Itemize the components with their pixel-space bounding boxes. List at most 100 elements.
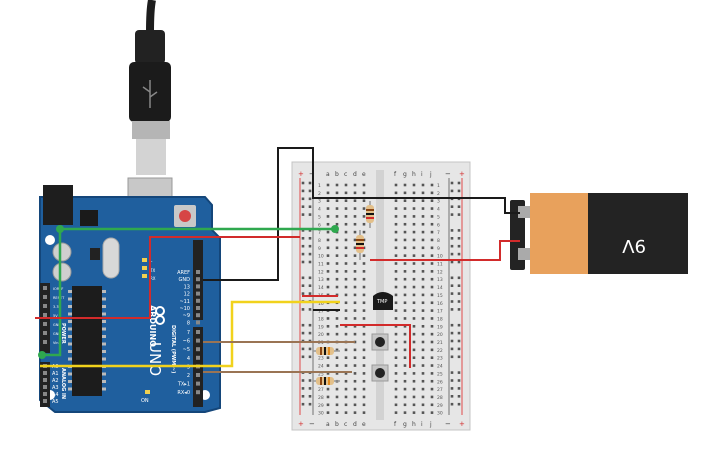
breadboard-hole[interactable] (344, 262, 348, 265)
battery-9v[interactable]: 9V (510, 193, 688, 274)
breadboard-hole[interactable] (394, 309, 398, 312)
breadboard-hole[interactable] (344, 395, 348, 399)
breadboard-hole[interactable] (344, 270, 348, 273)
breadboard-hole[interactable] (394, 230, 398, 234)
breadboard-hole[interactable] (335, 285, 339, 289)
rail-hole[interactable] (308, 355, 312, 359)
breadboard-hole[interactable] (335, 183, 339, 187)
breadboard-hole[interactable] (335, 222, 339, 226)
breadboard-hole[interactable] (362, 379, 366, 383)
breadboard-hole[interactable] (362, 364, 366, 367)
header-pin[interactable] (43, 399, 47, 403)
breadboard-hole[interactable] (362, 411, 366, 414)
temperature-sensor[interactable]: TMP (373, 292, 393, 310)
breadboard-hole[interactable] (335, 246, 339, 250)
breadboard-hole[interactable] (412, 222, 416, 226)
breadboard-hole[interactable] (335, 199, 339, 202)
breadboard-hole[interactable] (421, 207, 425, 210)
header-pin[interactable] (43, 295, 47, 299)
breadboard-hole[interactable] (412, 379, 416, 383)
breadboard-hole[interactable] (362, 207, 366, 210)
breadboard-hole[interactable] (394, 325, 398, 328)
breadboard-hole[interactable] (430, 340, 434, 344)
breadboard-hole[interactable] (412, 340, 416, 344)
breadboard-hole[interactable] (430, 277, 434, 281)
rail-hole[interactable] (457, 308, 461, 311)
breadboard-hole[interactable] (353, 411, 357, 414)
reset-button[interactable] (174, 205, 196, 227)
breadboard-hole[interactable] (394, 364, 398, 367)
breadboard-hole[interactable] (326, 270, 330, 273)
header-pin[interactable] (196, 320, 200, 325)
breadboard-hole[interactable] (430, 215, 434, 218)
breadboard-hole[interactable] (430, 191, 434, 195)
breadboard-hole[interactable] (362, 309, 366, 312)
rail-hole[interactable] (457, 331, 461, 335)
breadboard-hole[interactable] (326, 207, 330, 210)
breadboard-hole[interactable] (326, 317, 330, 320)
breadboard-hole[interactable] (412, 246, 416, 250)
breadboard-hole[interactable] (335, 317, 339, 320)
breadboard-hole[interactable] (326, 411, 330, 414)
breadboard-hole[interactable] (412, 230, 416, 234)
rail-hole[interactable] (301, 189, 305, 193)
breadboard-hole[interactable] (403, 340, 407, 344)
breadboard-hole[interactable] (403, 403, 407, 407)
breadboard-hole[interactable] (335, 215, 339, 218)
breadboard-hole[interactable] (353, 364, 357, 367)
rail-hole[interactable] (450, 308, 454, 311)
breadboard-hole[interactable] (362, 277, 366, 281)
rail-hole[interactable] (457, 379, 461, 382)
breadboard-hole[interactable] (344, 372, 348, 375)
rail-hole[interactable] (308, 197, 312, 201)
breadboard-hole[interactable] (326, 199, 330, 202)
breadboard-hole[interactable] (394, 183, 398, 187)
breadboard-hole[interactable] (430, 395, 434, 399)
rail-hole[interactable] (450, 252, 454, 256)
rail-hole[interactable] (308, 347, 312, 351)
rail-hole[interactable] (457, 260, 461, 264)
breadboard-hole[interactable] (362, 270, 366, 273)
rail-hole[interactable] (457, 213, 461, 216)
rail-hole[interactable] (301, 252, 305, 256)
rail-hole[interactable] (301, 395, 305, 398)
header-pin[interactable] (196, 298, 200, 303)
breadboard-hole[interactable] (353, 387, 357, 391)
breadboard-hole[interactable] (403, 317, 407, 320)
rail-hole[interactable] (301, 260, 305, 264)
breadboard-hole[interactable] (394, 372, 398, 375)
header-pin[interactable] (43, 313, 47, 317)
breadboard-hole[interactable] (403, 348, 407, 352)
breadboard-hole[interactable] (430, 270, 434, 273)
rail-hole[interactable] (450, 300, 454, 303)
breadboard-hole[interactable] (362, 348, 366, 352)
breadboard-hole[interactable] (394, 387, 398, 391)
breadboard-hole[interactable] (430, 325, 434, 328)
rail-hole[interactable] (308, 213, 312, 216)
breadboard-hole[interactable] (430, 403, 434, 407)
rail-hole[interactable] (301, 347, 305, 351)
breadboard-hole[interactable] (430, 387, 434, 391)
breadboard-hole[interactable] (335, 254, 339, 257)
breadboard-hole[interactable] (403, 395, 407, 399)
breadboard-hole[interactable] (412, 364, 416, 367)
breadboard-hole[interactable] (412, 293, 416, 297)
rail-hole[interactable] (457, 181, 461, 185)
breadboard-hole[interactable] (335, 403, 339, 407)
header-pin[interactable] (196, 277, 200, 282)
breadboard-hole[interactable] (394, 191, 398, 195)
breadboard-hole[interactable] (412, 215, 416, 218)
header-pin[interactable] (196, 313, 200, 318)
rail-hole[interactable] (301, 244, 305, 248)
breadboard-hole[interactable] (344, 309, 348, 312)
rail-hole[interactable] (457, 244, 461, 248)
rail-hole[interactable] (450, 276, 454, 280)
breadboard-hole[interactable] (362, 222, 366, 226)
breadboard-hole[interactable] (326, 183, 330, 187)
rail-hole[interactable] (308, 205, 312, 208)
breadboard-hole[interactable] (430, 222, 434, 226)
breadboard-hole[interactable] (326, 215, 330, 218)
breadboard-hole[interactable] (344, 293, 348, 297)
rail-hole[interactable] (301, 387, 305, 390)
